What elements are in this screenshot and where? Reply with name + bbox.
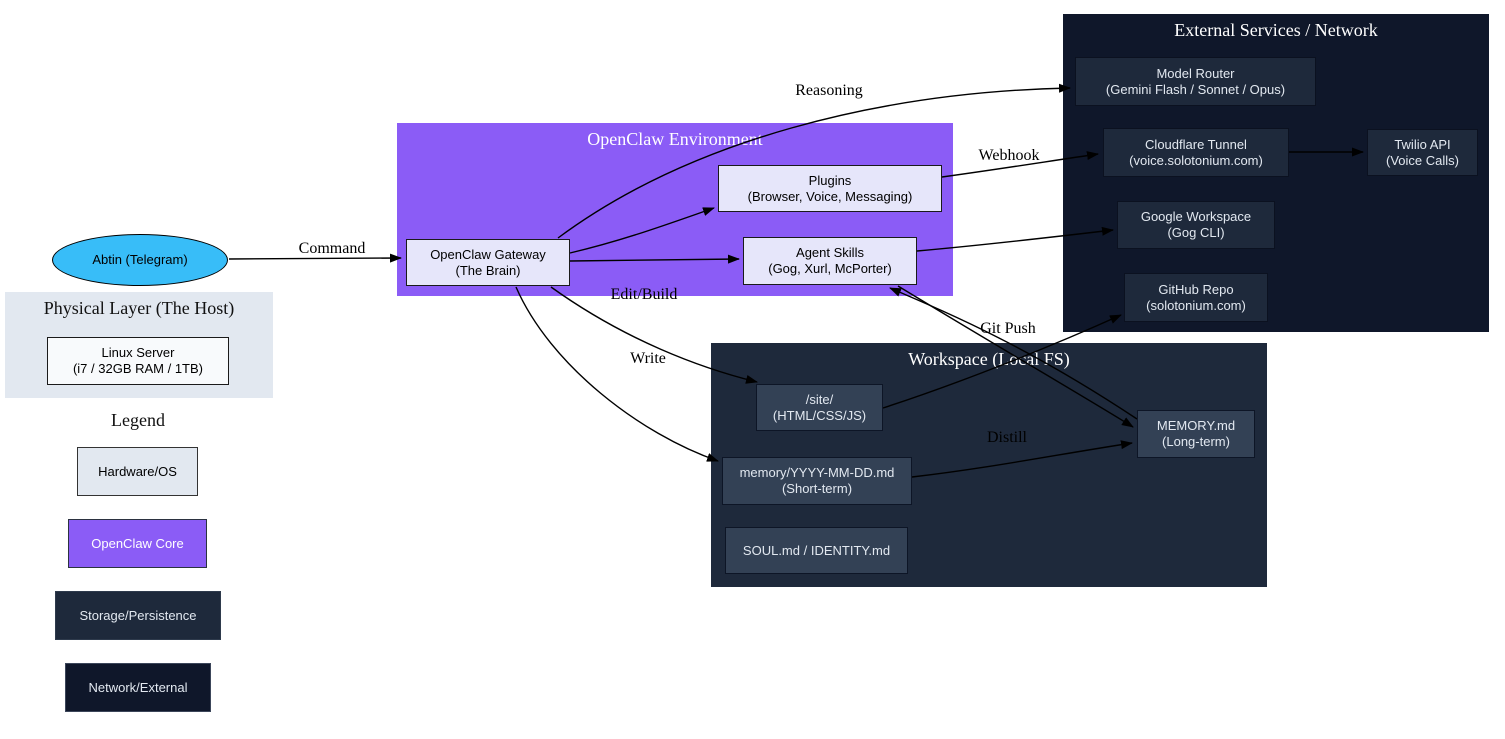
edge-label-command: Command [298, 240, 366, 257]
node-google-line1: Google Workspace [1140, 209, 1252, 224]
node-memory-daily: memory/YYYY-MM-DD.md (Short-term) [722, 457, 912, 505]
edge-distill [911, 440, 1133, 478]
legend-title: Legend [111, 410, 165, 430]
edge-skills-memory [897, 285, 1134, 428]
legend-item-storage-persistence: Storage/Persistence [55, 591, 221, 640]
node-google-workspace: Google Workspace (Gog CLI) [1117, 201, 1275, 249]
node-skills-line2: (Gog, Xurl, McPorter) [768, 261, 892, 276]
legend-openclaw-core-label: OpenClaw Core [91, 535, 184, 551]
legend-item-hardware-os: Hardware/OS [77, 447, 198, 496]
node-model-router-line2: (Gemini Flash / Sonnet / Opus) [1105, 81, 1286, 97]
legend-network-label: Network/External [88, 679, 188, 695]
edge-label-edit-build: Edit/Build [610, 286, 678, 303]
edge-gateway-skills [569, 254, 740, 264]
legend-item-network-external: Network/External [65, 663, 211, 712]
node-gateway-line1: OpenClaw Gateway [430, 246, 546, 262]
node-linux-server: Linux Server (i7 / 32GB RAM / 1TB) [47, 337, 229, 385]
edge-write [515, 286, 719, 462]
cluster-external-title: External Services / Network [1174, 20, 1378, 40]
edge-git-push [882, 314, 1122, 409]
node-twilio-line2: (Voice Calls) [1386, 152, 1459, 168]
edge-skills-google [916, 226, 1114, 252]
node-cloudflare-line1: Cloudflare Tunnel [1145, 136, 1247, 152]
node-model-router: Model Router (Gemini Flash / Sonnet / Op… [1075, 57, 1316, 106]
node-memory-long-line1: MEMORY.md [1156, 418, 1236, 433]
node-plugins-line2: (Browser, Voice, Messaging) [747, 188, 913, 204]
node-cloudflare-line2: (voice.solotonium.com) [1129, 152, 1263, 168]
edge-label-git-push: Git Push [980, 320, 1036, 337]
edge-command [228, 253, 402, 263]
edge-reasoning [557, 83, 1071, 239]
node-memory-daily-line2: (Short-term) [781, 481, 853, 496]
node-abtin-telegram: Abtin (Telegram) [52, 234, 228, 286]
node-twilio-line1: Twilio API [1394, 136, 1451, 152]
legend-storage-label: Storage/Persistence [79, 607, 197, 623]
node-github-line2: (solotonium.com) [1146, 297, 1246, 313]
node-cloudflare-tunnel: Cloudflare Tunnel (voice.solotonium.com) [1103, 128, 1289, 177]
cluster-physical-title: Physical Layer (The Host) [43, 298, 235, 318]
legend-item-openclaw-core: OpenClaw Core [68, 519, 207, 568]
node-skills-line1: Agent Skills [796, 245, 864, 260]
node-linux-line1: Linux Server [101, 345, 175, 360]
node-openclaw-gateway: OpenClaw Gateway (The Brain) [406, 239, 570, 286]
edge-edit-build [550, 286, 758, 384]
node-memory-long-term: MEMORY.md (Long-term) [1137, 410, 1255, 458]
node-plugins-line1: Plugins [808, 172, 852, 188]
node-linux-line2: (i7 / 32GB RAM / 1TB) [72, 361, 204, 376]
node-model-router-line1: Model Router [1156, 65, 1235, 81]
node-github-repo: GitHub Repo (solotonium.com) [1124, 273, 1268, 322]
legend-hardware-os-label: Hardware/OS [98, 463, 177, 479]
node-site-line1: /site/ [805, 391, 834, 407]
node-twilio-api: Twilio API (Voice Calls) [1367, 129, 1478, 176]
node-site-line2: (HTML/CSS/JS) [772, 407, 867, 423]
edge-label-webhook: Webhook [978, 147, 1040, 164]
node-google-line2: (Gog CLI) [1167, 225, 1225, 240]
node-soul-identity: SOUL.md / IDENTITY.md [725, 527, 908, 574]
edge-webhook [941, 151, 1099, 178]
node-memory-long-line2: (Long-term) [1162, 434, 1230, 449]
node-github-line1: GitHub Repo [1158, 281, 1234, 297]
edge-label-write: Write [630, 350, 666, 367]
cluster-openclaw-title: OpenClaw Environment [587, 129, 763, 149]
node-gateway-line2: (The Brain) [455, 262, 521, 278]
node-abtin-label: Abtin (Telegram) [92, 252, 188, 267]
node-agent-skills: Agent Skills (Gog, Xurl, McPorter) [743, 237, 917, 285]
node-soul-label: SOUL.md / IDENTITY.md [742, 542, 891, 558]
node-site-folder: /site/ (HTML/CSS/JS) [756, 384, 883, 431]
node-plugins: Plugins (Browser, Voice, Messaging) [718, 165, 942, 212]
edge-gateway-plugins [569, 207, 715, 254]
edge-label-reasoning: Reasoning [795, 82, 863, 99]
node-memory-daily-line1: memory/YYYY-MM-DD.md [739, 465, 895, 480]
edge-label-distill: Distill [986, 429, 1027, 446]
edge-memory-skills [889, 287, 1138, 420]
